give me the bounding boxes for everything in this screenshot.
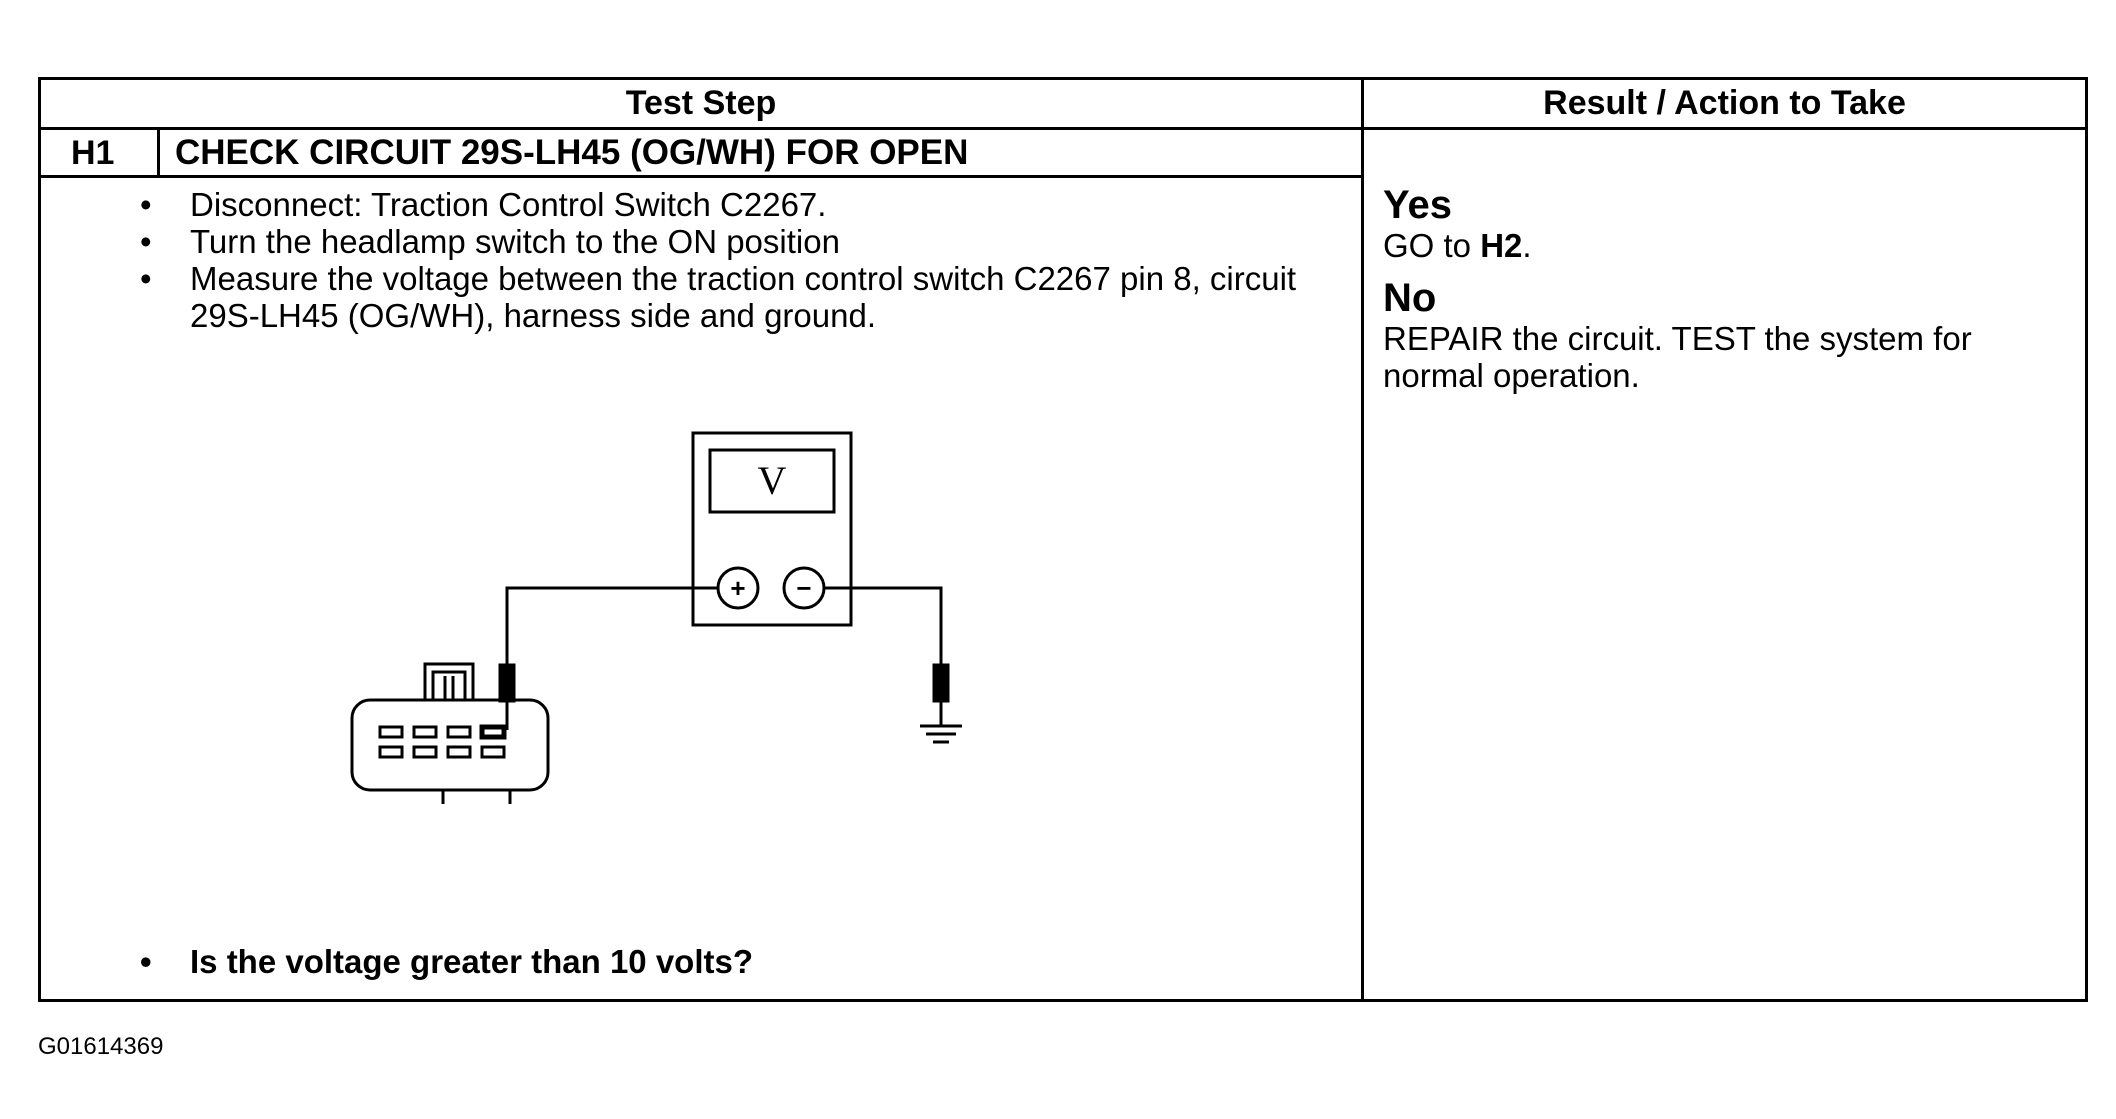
yes-action: GO to H2. — [1383, 227, 1532, 264]
voltmeter-symbol: V — [758, 458, 787, 503]
header-result-action: Result / Action to Take — [1543, 84, 1906, 122]
instruction-item: Turn the headlamp switch to the ON posit… — [130, 223, 1300, 260]
measurement-diagram: V + − — [350, 431, 962, 804]
result-actions: Yes GO to H2. No REPAIR the circuit. TES… — [1383, 183, 2073, 394]
step-title: CHECK CIRCUIT 29S-LH45 (OG/WH) FOR OPEN — [175, 133, 969, 172]
positive-probe — [498, 663, 516, 703]
no-label: No — [1383, 276, 1437, 320]
yes-label: Yes — [1383, 183, 1452, 227]
no-action: REPAIR the circuit. TEST the system for … — [1383, 320, 1972, 394]
negative-lead — [824, 586, 943, 665]
connector-icon — [350, 662, 550, 804]
positive-lead — [505, 586, 718, 665]
test-step-table: Test Step Result / Action to Take H1 CHE… — [38, 77, 2088, 1002]
header-test-step: Test Step — [625, 84, 777, 122]
instruction-list: Disconnect: Traction Control Switch C226… — [130, 186, 1300, 334]
step-id: H1 — [71, 134, 115, 172]
negative-probe — [932, 663, 950, 703]
step-id-divider — [157, 127, 160, 177]
instruction-item: Measure the voltage between the traction… — [130, 260, 1300, 334]
step-title-divider — [41, 175, 1361, 178]
plus-terminal: + — [730, 573, 745, 603]
header-divider — [41, 127, 2085, 130]
instruction-item: Disconnect: Traction Control Switch C226… — [130, 186, 1300, 223]
minus-terminal: − — [796, 573, 811, 603]
test-question: Is the voltage greater than 10 volts? — [130, 943, 753, 981]
ground-icon — [920, 724, 962, 744]
figure-id: G01614369 — [38, 1033, 164, 1060]
column-divider — [1361, 80, 1364, 999]
yes-target-link: H2 — [1480, 227, 1523, 264]
